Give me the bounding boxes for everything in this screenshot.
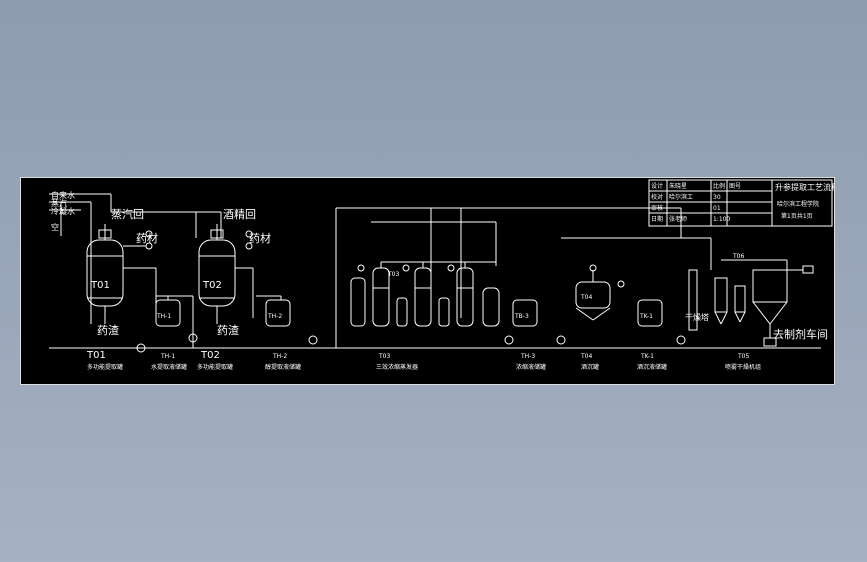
tank-th1 xyxy=(155,295,194,348)
t04-bottom-tag: T04 xyxy=(580,353,592,360)
tb-row2-b: 哈尔滨工 xyxy=(669,193,693,201)
alcohol-return-label: 酒精回 xyxy=(223,208,256,221)
caption-3: 多功能提取罐 xyxy=(197,363,233,371)
tb3-tag: TB-3 xyxy=(514,313,529,320)
drawing-frame: 自来水 蒸汽 冷凝水 空 蒸汽回 药材 酒精回 药材 药渣 药渣 T01 T02… xyxy=(20,177,847,385)
input-condensate-label: 冷凝水 xyxy=(51,206,75,216)
t01-tag: T01 xyxy=(90,280,110,291)
t06-tag: T06 xyxy=(732,253,744,260)
tb-row1-c: 比例 xyxy=(713,182,725,190)
t03-tag: T03 xyxy=(387,271,399,278)
drawing-org: 哈尔滨工程学院 xyxy=(777,200,819,208)
drawing-title: 升参提取工艺流程图 xyxy=(775,182,834,192)
tank-t04 xyxy=(575,264,625,321)
t04-tag: T04 xyxy=(580,294,592,301)
residue-1-label: 药渣 xyxy=(97,323,119,337)
caption-8: 酒沉液储罐 xyxy=(637,363,667,371)
th1-bottom-tag: TH-1 xyxy=(160,353,175,360)
pump-3 xyxy=(308,335,318,345)
steam-return-label: 蒸汽回 xyxy=(111,207,144,221)
caption-1: 多功能提取罐 xyxy=(87,363,123,371)
tb-row3-c: 01 xyxy=(713,205,721,212)
herb-1-label: 药材 xyxy=(136,231,158,245)
tb-row4-b: 张老师 xyxy=(669,215,687,223)
input-steam-label: 蒸汽 xyxy=(51,198,67,208)
t01-bottom-tag: T01 xyxy=(86,350,106,361)
tb2-tag: TH-2 xyxy=(267,313,282,320)
th3-bottom-tag: TH-3 xyxy=(520,353,535,360)
pump-5 xyxy=(556,335,566,345)
drying-tower-label: 干燥塔 xyxy=(685,312,709,322)
tank-tb1 xyxy=(512,299,538,327)
t03-bottom-tag: T03 xyxy=(378,353,390,360)
tb-row1-b: 朱晓星 xyxy=(669,182,687,190)
tb-row2-c: 30 xyxy=(713,194,721,201)
tk1-tag: TK-1 xyxy=(639,313,653,320)
pump-1 xyxy=(136,343,146,353)
tank-th2 xyxy=(256,295,291,327)
caption-4: 醇提取液储罐 xyxy=(265,363,301,371)
input-air-label: 空 xyxy=(51,222,59,232)
tb-row3-a: 审核 xyxy=(651,204,663,212)
process-flow-diagram: 自来水 蒸汽 冷凝水 空 蒸汽回 药材 酒精回 药材 药渣 药渣 T01 T02… xyxy=(49,179,847,371)
tb-row1-a: 设计 xyxy=(651,182,663,190)
drawing-sheet: 第1页共1页 xyxy=(781,212,813,220)
t02-bottom-tag: T02 xyxy=(200,350,220,361)
caption-5: 三效浓缩蒸发器 xyxy=(376,363,418,371)
pump-6 xyxy=(676,335,686,345)
th2-bottom-tag: TH-2 xyxy=(272,353,287,360)
product-outlet-label: 去制剂车间 xyxy=(773,327,828,341)
caption-2: 水提取液储罐 xyxy=(151,363,187,371)
t05-bottom-tag: T05 xyxy=(737,353,749,360)
evaporator-t03 xyxy=(350,261,500,327)
tk1-bottom-tag: TK-1 xyxy=(640,353,654,360)
pump-2 xyxy=(188,333,198,343)
tb-row4-a: 日期 xyxy=(651,215,663,223)
herb-2-label: 药材 xyxy=(249,231,271,245)
caption-7: 酒沉罐 xyxy=(581,363,599,371)
caption-6: 浓缩液储罐 xyxy=(516,363,546,371)
residue-2-label: 药渣 xyxy=(217,323,239,337)
spray-dryer-t05 xyxy=(688,238,814,347)
tb-row2-a: 校对 xyxy=(651,193,663,201)
t02-tag: T02 xyxy=(202,280,222,291)
tb-row1-d: 图号 xyxy=(729,183,741,190)
caption-9: 喷雾干燥机组 xyxy=(725,363,761,371)
pump-4 xyxy=(504,335,514,345)
input-water-label: 自来水 xyxy=(51,190,75,200)
title-block: 设计 朱晓星 比例 图号 校对 哈尔滨工 30 审核 01 日期 张老师 1:1… xyxy=(648,179,847,227)
tank-tk1 xyxy=(637,299,663,327)
tb-row4-c: 1:100 xyxy=(713,216,730,223)
extractor-t02 xyxy=(198,224,254,324)
tb1-tag: TH-1 xyxy=(156,313,171,320)
